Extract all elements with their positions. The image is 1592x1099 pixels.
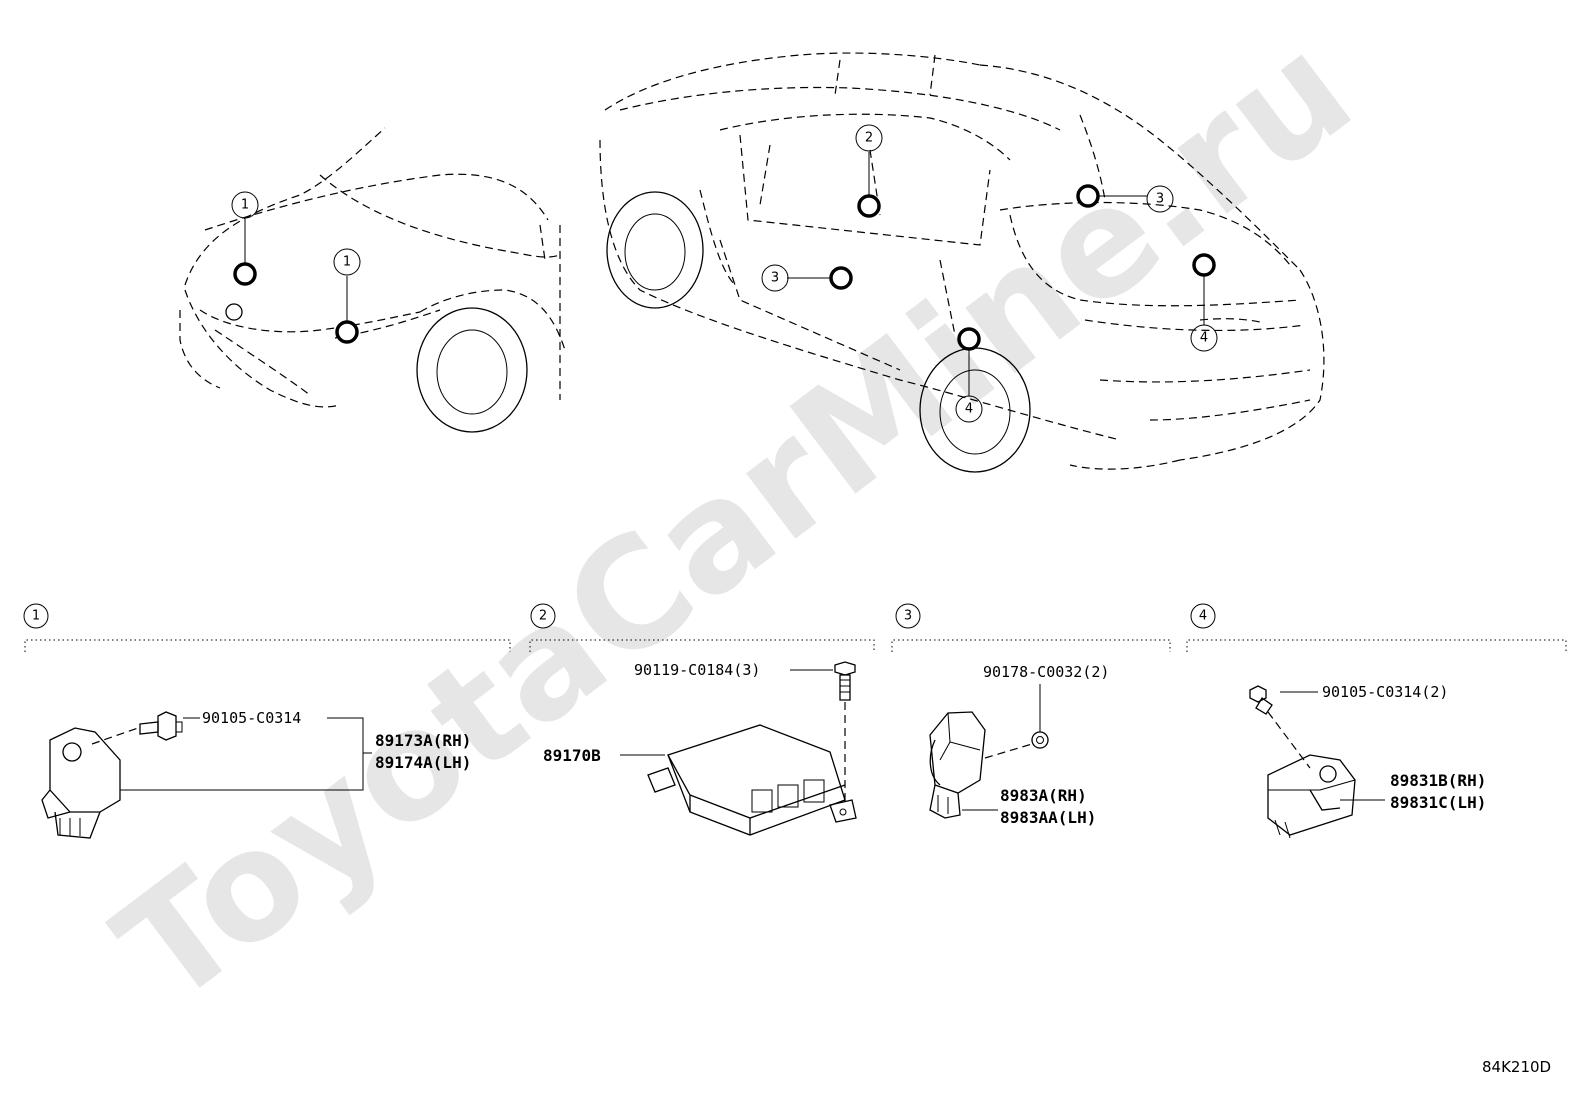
callout-1-front-lh: 1 <box>241 198 249 213</box>
front-car-illustration <box>179 127 566 433</box>
section-1-parts <box>41 711 372 839</box>
bolt-drawing-2 <box>834 661 856 701</box>
callout-circles: 1 1 2 3 3 4 4 <box>231 124 1218 423</box>
callout-2: 2 <box>865 131 873 146</box>
part-89831b-rh[interactable]: 89831B(RH) <box>1390 771 1486 790</box>
callout-4-lower: 4 <box>965 402 973 417</box>
front-impact-sensor-drawing <box>41 727 121 839</box>
section-4-parts <box>1249 685 1385 839</box>
section-3-number: 3 <box>904 609 912 624</box>
section-2-number: 2 <box>539 609 547 624</box>
callout-4-upper: 4 <box>1200 331 1208 346</box>
part-8983a-rh[interactable]: 8983A(RH) <box>1000 786 1087 805</box>
part-89831c-lh[interactable]: 89831C(LH) <box>1390 793 1486 812</box>
part-89174a-lh[interactable]: 89174A(LH) <box>375 753 471 772</box>
rear-sensor-drawing <box>1267 754 1356 839</box>
location-markers <box>233 184 1216 351</box>
section-headers: 1 2 3 4 <box>23 603 1567 652</box>
section-3-parts <box>929 684 1049 819</box>
bolt-drawing-4 <box>1249 685 1273 715</box>
part-90178-c0032[interactable]: 90178-C0032(2) <box>983 663 1109 681</box>
bolt-drawing <box>139 711 183 741</box>
rear-car-illustration <box>599 52 1325 473</box>
section-2-parts <box>620 661 857 836</box>
part-89170b[interactable]: 89170B <box>543 746 601 765</box>
callout-3-rear: 3 <box>1156 192 1164 207</box>
part-90119-c0184[interactable]: 90119-C0184(3) <box>634 661 760 679</box>
part-89173a-rh[interactable]: 89173A(RH) <box>375 731 471 750</box>
callout-leaders <box>244 152 1205 396</box>
callout-3-front: 3 <box>771 271 779 286</box>
diagram-code: 84K210D <box>1482 1058 1551 1076</box>
section-1-number: 1 <box>32 609 40 624</box>
side-sensor-drawing <box>929 711 986 819</box>
airbag-module-drawing <box>647 724 857 836</box>
callout-1-front-rh: 1 <box>343 255 351 270</box>
section-4-number: 4 <box>1199 609 1207 624</box>
part-90105-c0314[interactable]: 90105-C0314 <box>202 709 301 727</box>
part-8983aa-lh[interactable]: 8983AA(LH) <box>1000 808 1096 827</box>
part-90105-c0314-2[interactable]: 90105-C0314(2) <box>1322 683 1448 701</box>
